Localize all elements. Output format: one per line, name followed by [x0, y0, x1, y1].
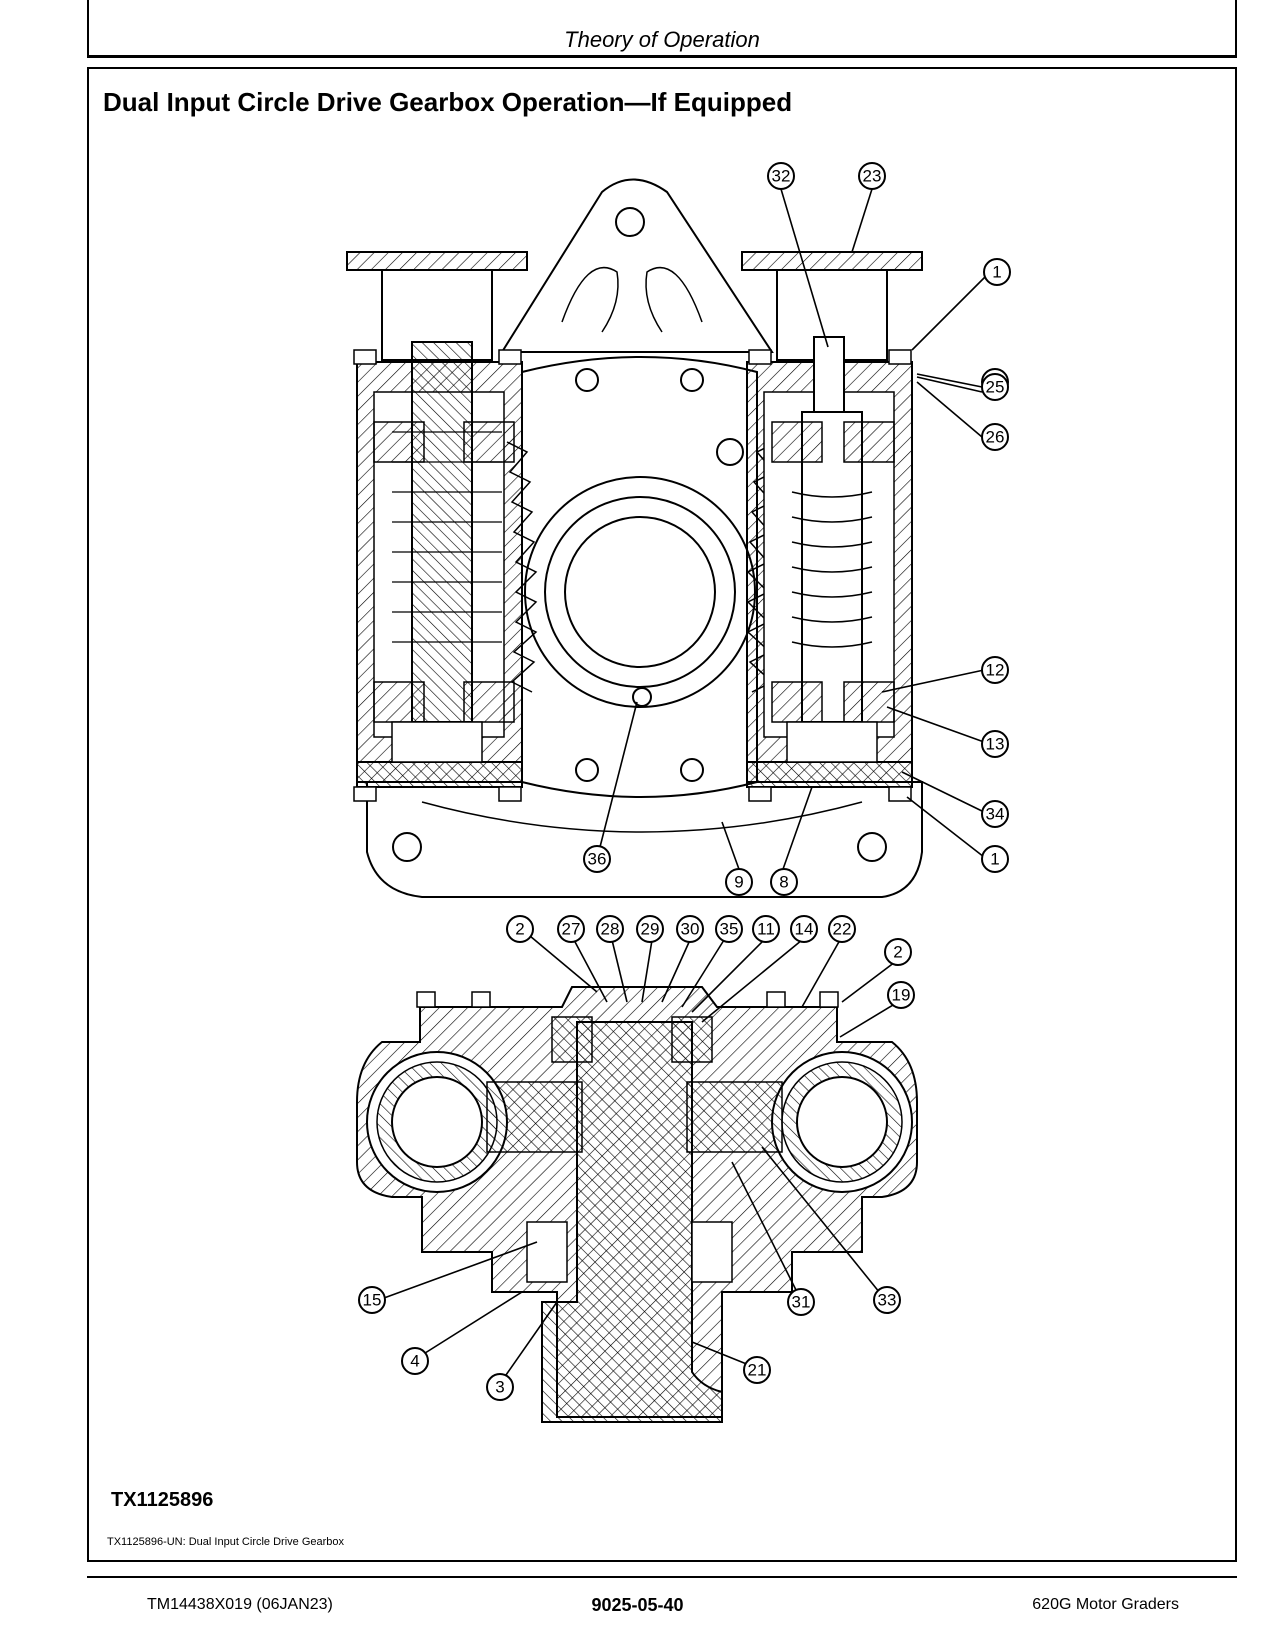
callout-2b: 2 — [884, 938, 912, 966]
callouts-upper: 32 23 1 24 25 26 12 13 34 1 36 9 8 — [583, 162, 1011, 896]
svg-text:26: 26 — [986, 428, 1005, 447]
callout-31: 31 — [787, 1288, 815, 1316]
svg-text:36: 36 — [588, 850, 607, 869]
callout-15: 15 — [358, 1286, 386, 1314]
callout-25: 25 — [981, 373, 1009, 401]
callout-19: 19 — [887, 981, 915, 1009]
callout-1a: 1 — [983, 258, 1011, 286]
svg-text:23: 23 — [863, 167, 882, 186]
callout-11: 11 — [752, 915, 780, 943]
callout-26: 26 — [981, 423, 1009, 451]
callout-22: 22 — [828, 915, 856, 943]
svg-text:8: 8 — [779, 873, 788, 892]
svg-text:4: 4 — [410, 1352, 419, 1371]
callout-32: 32 — [767, 162, 795, 190]
svg-text:32: 32 — [772, 167, 791, 186]
svg-text:19: 19 — [892, 986, 911, 1005]
svg-text:13: 13 — [986, 735, 1005, 754]
callout-1b: 1 — [981, 845, 1009, 873]
lower-view — [356, 935, 918, 1423]
svg-text:27: 27 — [562, 920, 581, 939]
svg-text:28: 28 — [601, 920, 620, 939]
svg-text:30: 30 — [681, 920, 700, 939]
svg-text:25: 25 — [986, 378, 1005, 397]
svg-text:3: 3 — [495, 1378, 504, 1397]
callout-23: 23 — [858, 162, 886, 190]
svg-text:1: 1 — [992, 263, 1001, 282]
svg-text:12: 12 — [986, 661, 1005, 680]
callout-12: 12 — [981, 656, 1009, 684]
callout-35: 35 — [715, 915, 743, 943]
svg-text:31: 31 — [792, 1293, 811, 1312]
callout-9: 9 — [725, 868, 753, 896]
callout-14: 14 — [790, 915, 818, 943]
upper-view — [346, 178, 986, 898]
svg-text:22: 22 — [833, 920, 852, 939]
svg-text:14: 14 — [795, 920, 814, 939]
callout-3: 3 — [486, 1373, 514, 1401]
callout-36: 36 — [583, 845, 611, 873]
callout-13: 13 — [981, 730, 1009, 758]
footer-product: 620G Motor Graders — [1032, 1596, 1179, 1613]
page-header-title: Theory of Operation — [564, 27, 760, 52]
callout-34: 34 — [981, 800, 1009, 828]
callout-8: 8 — [770, 868, 798, 896]
callout-33: 33 — [873, 1286, 901, 1314]
callout-4: 4 — [401, 1347, 429, 1375]
gearbox-diagram: 32 23 1 24 25 26 12 13 34 1 36 9 8 2 27 … — [346, 162, 1011, 1423]
callout-28: 28 — [596, 915, 624, 943]
svg-text:33: 33 — [878, 1291, 897, 1310]
header-frame: Theory of Operation — [87, 0, 1237, 58]
callouts-lower: 2 27 28 29 30 35 11 14 22 2 19 15 4 3 21… — [358, 915, 915, 1401]
svg-text:9: 9 — [734, 873, 743, 892]
section-title: Dual Input Circle Drive Gearbox Operatio… — [103, 87, 793, 117]
callout-2a: 2 — [506, 915, 534, 943]
svg-text:15: 15 — [363, 1291, 382, 1310]
callout-21: 21 — [743, 1356, 771, 1384]
svg-text:1: 1 — [990, 850, 999, 869]
callout-29: 29 — [636, 915, 664, 943]
callout-27: 27 — [557, 915, 585, 943]
svg-text:2: 2 — [893, 943, 902, 962]
svg-text:21: 21 — [748, 1361, 767, 1380]
svg-text:11: 11 — [757, 920, 775, 939]
callout-30: 30 — [676, 915, 704, 943]
figure-caption: TX1125896-UN: Dual Input Circle Drive Ge… — [107, 1536, 345, 1548]
figure-id: TX1125896 — [111, 1489, 214, 1511]
svg-text:2: 2 — [515, 920, 524, 939]
footer-manual-id: TM14438X019 (06JAN23) — [147, 1596, 333, 1613]
content-box: Dual Input Circle Drive Gearbox Operatio… — [87, 67, 1237, 1562]
footer-page-number: 9025-05-40 — [591, 1595, 684, 1615]
svg-text:34: 34 — [986, 805, 1005, 824]
svg-text:35: 35 — [720, 920, 739, 939]
footer-rule — [87, 1576, 1237, 1578]
svg-text:29: 29 — [641, 920, 660, 939]
